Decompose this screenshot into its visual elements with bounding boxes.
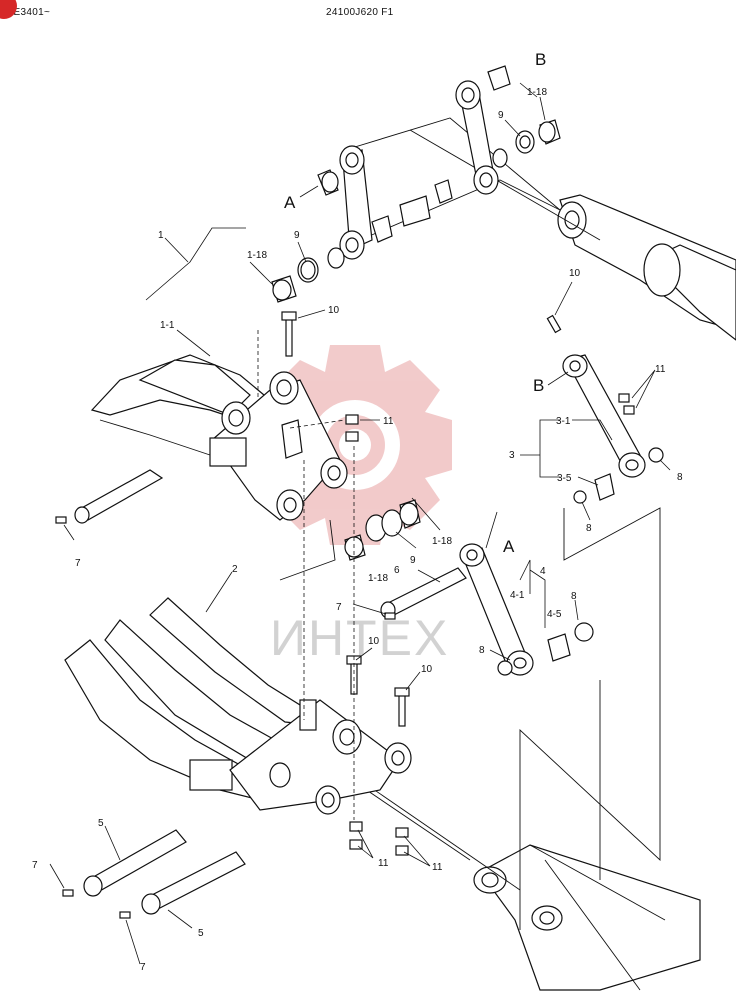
callout-9-upper-left: 9 xyxy=(294,230,300,241)
callout-11-upper: 11 xyxy=(383,416,394,427)
callout-1-18-right: 1-18 xyxy=(527,87,547,98)
upper-link-assembly xyxy=(271,65,561,303)
callout-7-middle: 7 xyxy=(336,602,342,613)
callout-9-upper-right: 9 xyxy=(498,110,504,121)
upper-frame-part xyxy=(90,354,348,521)
callout-10-right: 10 xyxy=(569,268,581,279)
callout-8-link3-lower: 8 xyxy=(586,523,592,534)
callout-b-link3: B xyxy=(533,376,544,395)
callout-11-lower-left: 11 xyxy=(378,858,389,869)
callout-8-link4-left: 8 xyxy=(479,645,485,656)
callout-5-lower: 5 xyxy=(198,928,204,939)
callout-7-lower-left: 7 xyxy=(32,860,38,871)
callout-a-upper: A xyxy=(284,193,296,212)
callout-10-upper: 10 xyxy=(328,305,340,316)
callout-7-upper: 7 xyxy=(75,558,81,569)
callout-10-lower-right: 10 xyxy=(421,664,433,675)
callout-7-lower: 7 xyxy=(140,962,146,973)
link-4-part xyxy=(459,543,594,676)
lower-frame-part xyxy=(64,597,412,815)
nut-11-part xyxy=(345,393,635,856)
callout-1-18-middle: 1-18 xyxy=(432,536,452,547)
callout-1-18-lower: 1-18 xyxy=(368,573,388,584)
hydraulic-cylinder-part xyxy=(557,194,736,341)
callout-9-middle: 9 xyxy=(410,555,416,566)
link-3-part xyxy=(562,354,664,504)
model-range-code: CE3401~ xyxy=(6,7,51,18)
callout-3: 3 xyxy=(509,450,515,461)
callout-6: 6 xyxy=(394,565,400,576)
boom-part xyxy=(473,844,701,991)
callout-4-1: 4-1 xyxy=(510,590,525,601)
callout-4: 4 xyxy=(540,566,546,577)
callout-8-link4-right: 8 xyxy=(571,591,577,602)
callout-2: 2 xyxy=(232,564,238,575)
callout-a-link4: A xyxy=(503,537,515,556)
callout-1-1: 1-1 xyxy=(160,320,175,331)
callout-4-5: 4-5 xyxy=(547,609,562,620)
corner-badge-icon xyxy=(0,0,17,19)
grease-fitting-7-part xyxy=(55,516,396,919)
callout-3-1: 3-1 xyxy=(556,416,571,427)
callout-5-upper: 5 xyxy=(98,818,104,829)
washer-9-part xyxy=(344,499,421,561)
callout-3-5: 3-5 xyxy=(557,473,572,484)
lower-pin-part xyxy=(83,829,246,915)
callout-11-right: 11 xyxy=(655,364,666,375)
upper-pin-part xyxy=(74,469,164,524)
callout-10-lower-left: 10 xyxy=(368,636,380,647)
callout-1: 1 xyxy=(158,230,164,241)
callout-1-18-top: 1-18 xyxy=(247,250,267,261)
callout-b-upper: B xyxy=(535,50,546,69)
callout-11-lower-right: 11 xyxy=(432,862,443,873)
drawing-number: 24100J620 F1 xyxy=(326,7,394,18)
callout-8-link3-right: 8 xyxy=(677,472,683,483)
